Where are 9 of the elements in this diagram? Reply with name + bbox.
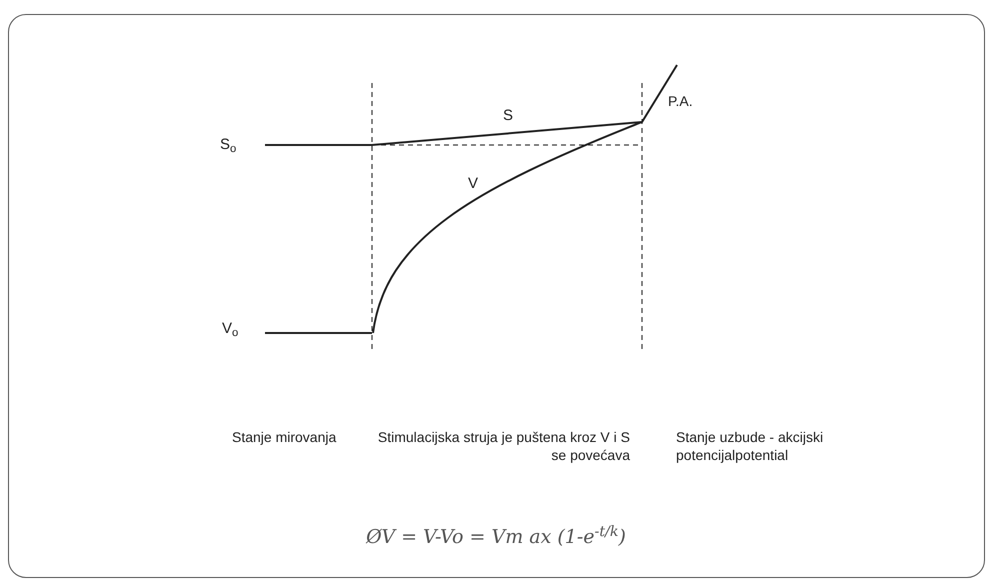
phase-label: Stanje mirovanja — [232, 428, 336, 447]
curve-label: P.A. — [668, 92, 693, 111]
curve-label: V — [468, 174, 478, 194]
formula: ØV = V-Vo = Vm ax (1-e$^{-t/k}$) — [364, 523, 627, 550]
curve-label: S — [503, 106, 514, 126]
axis-label: S$_{o}$ — [220, 135, 236, 156]
phase-label: Stanje uzbude - akcijski potencijalpotential — [676, 429, 824, 464]
phase-label: Stimulacijska struja je puštena kroz V i S se povećava — [376, 429, 630, 464]
axis-label: V$_{o}$ — [222, 319, 238, 340]
